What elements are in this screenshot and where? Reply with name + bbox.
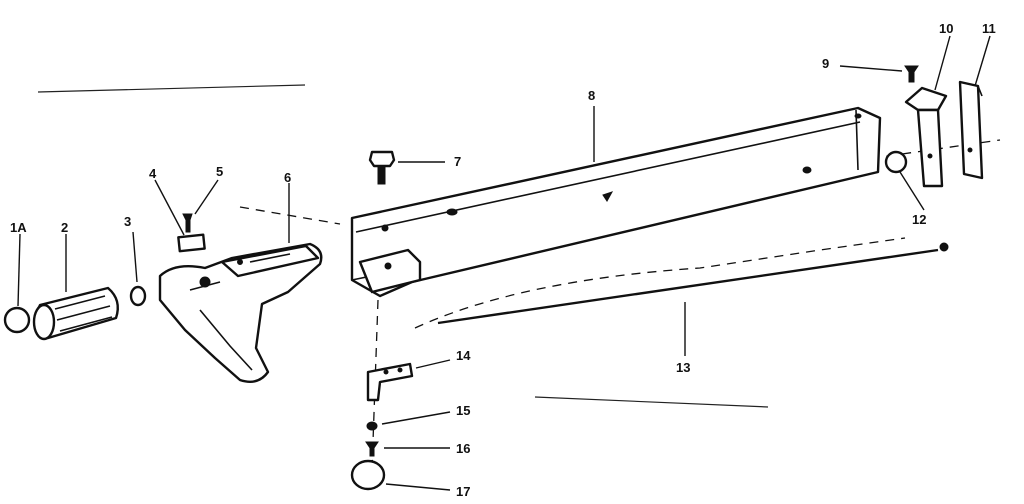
callout-label-6: 6 — [284, 170, 291, 185]
part-14-leader-line — [415, 359, 451, 369]
callout-label-2: 2 — [61, 220, 68, 235]
part-6-lever-bracket — [158, 242, 323, 383]
divider-rule-bottom — [534, 396, 769, 408]
callout-label-8: 8 — [588, 88, 595, 103]
divider-rule-top-left — [37, 84, 306, 93]
callout-label-3: 3 — [124, 214, 131, 229]
callout-label-14: 14 — [456, 348, 471, 363]
callout-label-11: 11 — [982, 21, 996, 36]
part-1a-leader-line — [17, 233, 21, 307]
assembly-axis-line-lower — [414, 237, 906, 329]
callout-label-9: 9 — [822, 56, 829, 71]
part-15-leader-line — [381, 411, 451, 425]
part-17-leader-line — [385, 483, 451, 491]
part-1a-end-cap — [3, 306, 31, 334]
part-2-handle-knob — [32, 286, 119, 341]
part-12-leader-line — [899, 171, 925, 211]
part-16-screw — [365, 441, 379, 457]
callout-label-10: 10 — [939, 21, 953, 36]
part-5-leader-line — [194, 179, 219, 215]
callout-label-16: 16 — [456, 441, 470, 456]
part-17-foot-pad — [350, 459, 386, 491]
callout-label-13: 13 — [676, 360, 690, 375]
part-11-end-plate — [958, 80, 984, 180]
part-3-leader-line — [132, 231, 138, 283]
part-7-bolt — [368, 150, 396, 185]
part-10-leader-line — [934, 35, 951, 91]
part-9-leader-line — [839, 65, 903, 72]
part-3-washer — [129, 285, 147, 307]
callout-label-4: 4 — [149, 166, 157, 181]
part-10-end-bracket — [904, 86, 948, 188]
part-15-washer — [366, 421, 378, 431]
callout-label-17: 17 — [456, 484, 470, 499]
part-4-clamp-plate — [177, 233, 206, 253]
callout-label-1a: 1A — [10, 220, 27, 235]
part-9-screw — [904, 65, 919, 83]
callout-label-7: 7 — [454, 154, 461, 169]
part-5-screw — [182, 213, 193, 233]
callout-label-15: 15 — [456, 403, 470, 418]
part-13-lock-rod — [437, 242, 949, 325]
part-4-leader-line — [154, 179, 185, 236]
part-8-fence-rail — [350, 106, 882, 298]
callout-label-12: 12 — [912, 212, 926, 227]
part-12-plug-cap — [884, 150, 908, 174]
callout-label-5: 5 — [216, 164, 223, 179]
part-11-leader-line — [974, 35, 991, 87]
part-14-angle-bracket — [366, 362, 414, 402]
